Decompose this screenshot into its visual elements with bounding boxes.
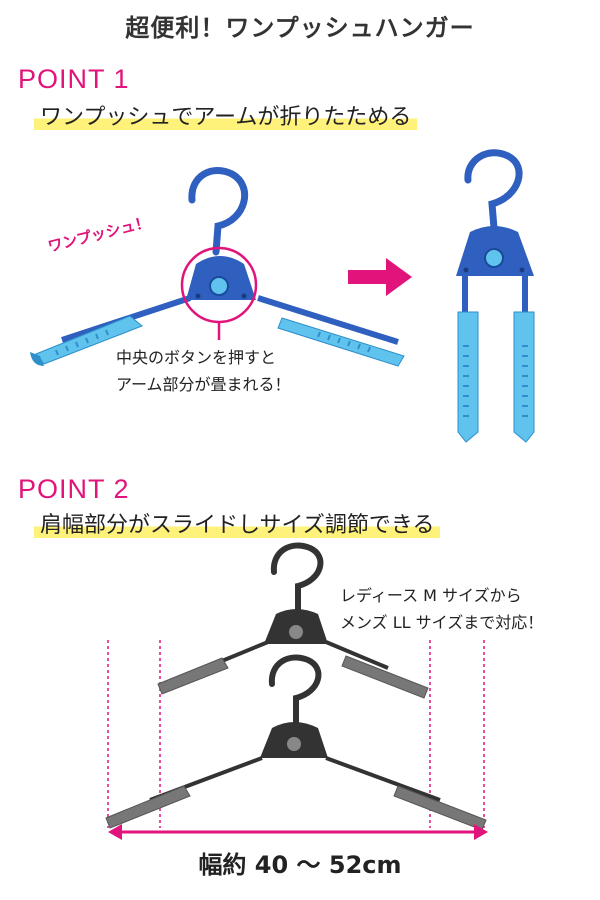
width-arrow-icon: [108, 824, 488, 840]
page-title: 超便利！ワンプッシュハンガー: [125, 14, 475, 42]
width-range-label: 幅約 40 〜 52cm: [198, 851, 402, 879]
point1-note-line-2: アーム部分が畳まれる！: [116, 375, 291, 394]
point2-note-line-1: レディース M サイズから: [340, 586, 522, 605]
point1-note: 中央のボタンを押すと アーム部分が畳まれる！: [116, 344, 291, 398]
point2-note-line-2: メンズ LL サイズまで対応！: [340, 613, 544, 632]
folded-blue-hanger: [456, 149, 535, 443]
large-black-hanger: [105, 654, 487, 831]
point1-heading: ワンプッシュでアームが折りたためる: [34, 104, 418, 132]
open-blue-hanger: [30, 166, 405, 367]
point1-note-line-1: 中央のボタンを押すと: [116, 348, 277, 367]
point2-note: レディース M サイズから メンズ LL サイズまで対応！: [340, 582, 543, 636]
right-arrow-icon: [348, 258, 412, 296]
small-black-hanger: [157, 542, 429, 699]
point2-heading: 肩幅部分がスライドしサイズ調節できる: [34, 512, 441, 540]
point2-label: POINT 2: [18, 474, 130, 504]
point1-label: POINT 1: [18, 64, 130, 94]
